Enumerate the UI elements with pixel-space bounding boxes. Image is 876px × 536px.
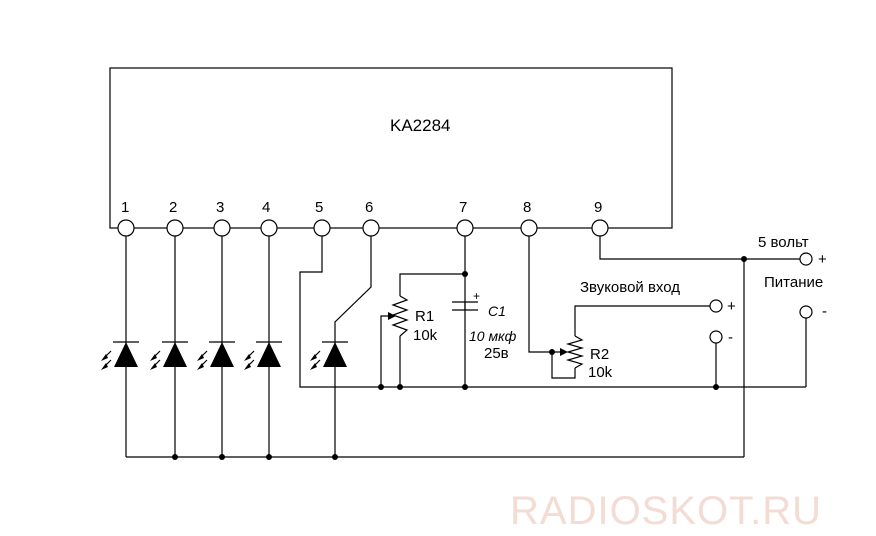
resistor-r2: R2 10k [560,335,613,381]
junction-dot [172,454,178,460]
r1-value: 10k [413,327,438,344]
pin-labels: 1 2 3 4 5 6 7 8 9 [121,199,602,216]
r1-name: R1 [415,308,434,325]
ic-pin [520,219,538,237]
ic-pins [117,219,609,237]
led-icon [244,341,282,370]
pin-number: 2 [169,199,177,216]
ic-body [109,67,673,229]
junction-dot [219,454,225,460]
wire [551,352,576,379]
power-minus-sign: - [822,303,827,320]
c1-voltage: 25в [484,345,509,362]
capacitor-c1: + C1 10 мкф 25в [452,289,517,362]
pin-number: 9 [594,199,602,216]
wiring [125,236,807,458]
ic-ka2284: KA2284 [109,67,673,229]
power-supply: 5 вольт + Питание - [758,234,827,320]
wire [299,236,806,388]
wire [528,236,560,353]
ic-name: KA2284 [390,116,451,135]
resistor-icon [565,335,585,369]
junction-dot [378,384,384,390]
led-icon [197,341,235,370]
pin-number: 8 [523,199,531,216]
audio-input-label: Звуковой вход [580,279,680,296]
pin-number: 4 [262,199,270,216]
pin-number: 3 [216,199,224,216]
ic-pin [166,219,184,237]
wire [574,305,716,336]
led-icon [150,341,188,370]
wire [399,273,465,296]
ic-pin [456,219,474,237]
r2-value: 10k [588,364,613,381]
audio-minus-sign: - [728,329,733,346]
wire [380,315,388,387]
junction-dot [549,349,555,355]
c1-value: 10 мкф [469,328,517,344]
pin-number: 5 [315,199,323,216]
ic-pin [591,219,609,237]
junction-dot [741,256,747,262]
ic-pin [260,219,278,237]
junction-dot [462,384,468,390]
junction-dot [332,454,338,460]
resistor-r1: R1 10k [388,295,438,344]
junction-dots [172,256,747,460]
power-plus-terminal [799,252,813,266]
power-minus-terminal [799,305,813,319]
r2-name: R2 [590,346,609,363]
audio-plus-sign: + [727,298,736,315]
led-icon [310,341,348,370]
watermark: RADIOSKOT.RU [510,489,822,533]
power-label: Питание [764,274,823,291]
power-voltage: 5 вольт [758,234,809,251]
pin-number: 1 [121,199,129,216]
wiper-arrow-icon [560,348,568,356]
junction-dot [397,384,403,390]
ic-pin [362,219,380,237]
led-icon [101,341,139,370]
pin-number: 6 [365,199,373,216]
ic-pin [117,219,135,237]
ic-pin [213,219,231,237]
c1-polarity: + [473,289,480,303]
audio-input: Звуковой вход + - [580,279,736,346]
pin-number: 7 [459,199,467,216]
junction-dot [462,271,468,277]
junction-dot [713,384,719,390]
wire [599,236,803,260]
c1-name: C1 [488,303,506,319]
junction-dot [266,454,272,460]
led-array [101,341,348,370]
power-plus-sign: + [818,251,827,268]
ic-pin [313,219,331,237]
audio-minus-terminal [709,330,723,344]
wire [334,236,372,457]
wiper-arrow-icon [388,312,396,320]
audio-plus-terminal [709,299,723,313]
